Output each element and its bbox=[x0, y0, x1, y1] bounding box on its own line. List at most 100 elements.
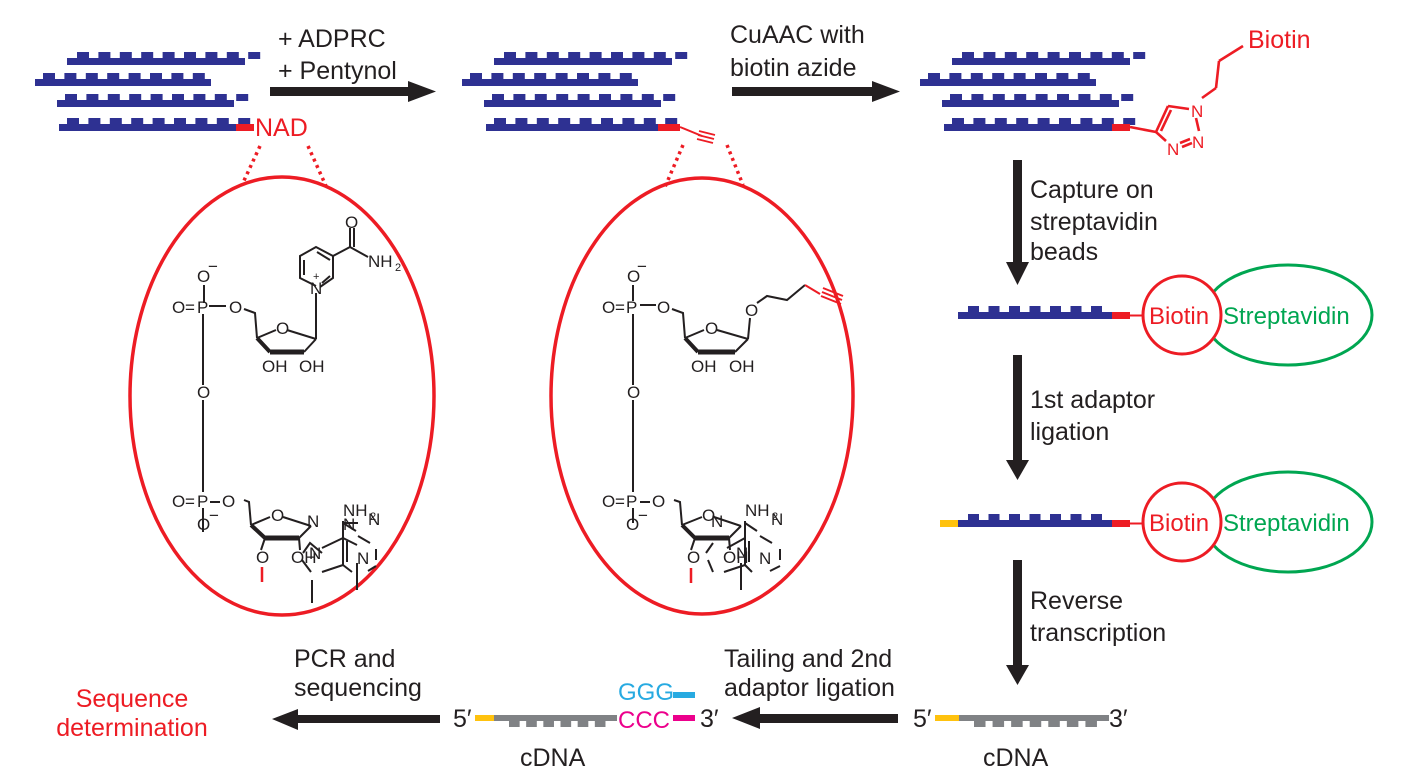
rna-base bbox=[171, 73, 184, 80]
rna-base bbox=[1056, 73, 1069, 80]
rna-base bbox=[184, 52, 196, 59]
rna-base bbox=[1047, 52, 1060, 59]
rna-base bbox=[546, 52, 559, 59]
rna-base bbox=[968, 514, 979, 521]
cdna-base bbox=[1085, 720, 1097, 727]
rna-backbone bbox=[942, 100, 1119, 107]
rna-backbone bbox=[59, 124, 236, 131]
alkyne-atom-labels: O − O = P O O O OH OH O NH 2 N N N N O =… bbox=[602, 257, 783, 568]
svg-text:O: O bbox=[197, 515, 210, 534]
rna-stack-alkyne bbox=[462, 52, 688, 131]
rna-base bbox=[1029, 306, 1041, 313]
cdna-base bbox=[1011, 720, 1023, 727]
biotin-label: Biotin bbox=[1149, 510, 1209, 537]
rna-base bbox=[238, 118, 251, 125]
alkyne-tag bbox=[658, 124, 716, 144]
adaptor1-segment bbox=[475, 715, 494, 721]
rna-base bbox=[663, 94, 676, 101]
rna-base bbox=[152, 118, 165, 125]
svg-text:OH: OH bbox=[262, 357, 288, 376]
rna-backbone bbox=[484, 100, 661, 107]
adaptor1-segment bbox=[935, 715, 959, 721]
rna-base bbox=[513, 94, 526, 101]
streptavidin-label: Streptavidin bbox=[1223, 510, 1350, 537]
step2-label-line1: CuAAC with bbox=[730, 21, 865, 49]
down-arrow-icon bbox=[1006, 560, 1029, 685]
ggg-label: GGG bbox=[618, 679, 674, 706]
adaptor1-segment bbox=[940, 520, 958, 527]
rna-base bbox=[107, 73, 120, 80]
rna-base bbox=[1035, 94, 1048, 101]
rna-base bbox=[193, 94, 206, 101]
svg-text:O: O bbox=[652, 492, 665, 511]
cdna-backbone bbox=[494, 715, 617, 721]
svg-text:N: N bbox=[368, 510, 380, 529]
result-label: Sequence determination bbox=[56, 685, 207, 742]
step1-arrow-group: + ADPRC + Pentynol bbox=[270, 25, 436, 102]
rna-stack-nad bbox=[35, 52, 261, 131]
cdna-base bbox=[1048, 720, 1060, 727]
rna-base bbox=[494, 118, 506, 125]
svg-text:O: O bbox=[276, 319, 289, 338]
rna-base bbox=[598, 73, 611, 80]
rna-base bbox=[988, 306, 1000, 313]
rna-base bbox=[601, 118, 613, 125]
rna-base bbox=[172, 94, 184, 101]
svg-text:O: O bbox=[172, 298, 185, 317]
rna-base bbox=[205, 52, 218, 59]
rna-base bbox=[512, 73, 525, 80]
svg-text:N: N bbox=[759, 549, 771, 568]
nad-chemical-structure bbox=[202, 228, 377, 603]
rna-base bbox=[141, 52, 154, 59]
step5-arrow-group: Reverse transcription bbox=[1006, 560, 1166, 685]
rna-base bbox=[952, 118, 964, 125]
rna-base bbox=[620, 94, 633, 101]
rna-base bbox=[983, 52, 996, 59]
rna-base bbox=[992, 94, 1005, 101]
rna-backbone bbox=[486, 124, 663, 131]
cdna-base bbox=[526, 720, 537, 727]
rna-base bbox=[1029, 514, 1041, 521]
svg-text:=: = bbox=[185, 492, 195, 511]
rna-stack-biotin bbox=[920, 52, 1146, 131]
rna-base bbox=[491, 73, 504, 80]
svg-text:O: O bbox=[657, 298, 670, 317]
rna-base bbox=[534, 73, 547, 80]
three-prime-label: 3′ bbox=[700, 705, 719, 733]
rna-base bbox=[1070, 514, 1082, 521]
step3-label-line1: Capture on bbox=[1030, 176, 1154, 204]
rna-base bbox=[1133, 52, 1146, 59]
svg-text:O: O bbox=[197, 383, 210, 402]
rna-base bbox=[1037, 118, 1050, 125]
cdna-label: cDNA bbox=[520, 744, 586, 772]
svg-text:−: − bbox=[208, 257, 218, 276]
rna-base bbox=[1111, 52, 1124, 59]
rna-base bbox=[128, 73, 141, 80]
rna-base bbox=[1004, 52, 1017, 59]
right-arrow-icon bbox=[732, 81, 900, 102]
rna-strand-adaptor-ligated bbox=[940, 514, 1112, 527]
rna-backbone bbox=[958, 312, 1112, 319]
rna-base bbox=[150, 73, 162, 80]
nad-label: NAD bbox=[255, 114, 308, 142]
nad-linker bbox=[236, 124, 254, 131]
svg-text:2: 2 bbox=[370, 511, 376, 523]
rna-base bbox=[534, 94, 547, 101]
rna-base bbox=[579, 118, 592, 125]
cdna-base bbox=[974, 720, 986, 727]
cdna-base bbox=[594, 720, 606, 727]
rna-base bbox=[77, 52, 89, 59]
svg-text:2: 2 bbox=[772, 511, 778, 523]
rna-base bbox=[1121, 94, 1134, 101]
step7-arrow-group: PCR and sequencing bbox=[272, 645, 440, 730]
rna-base bbox=[622, 118, 635, 125]
svg-text:O: O bbox=[745, 301, 758, 320]
rna-base bbox=[950, 94, 962, 101]
rna-base bbox=[525, 52, 538, 59]
rna-base bbox=[1013, 73, 1026, 80]
rna-base bbox=[558, 118, 571, 125]
svg-text:N: N bbox=[1191, 102, 1203, 121]
rna-base bbox=[994, 118, 1007, 125]
svg-text:N: N bbox=[307, 512, 319, 531]
rna-base bbox=[577, 94, 590, 101]
